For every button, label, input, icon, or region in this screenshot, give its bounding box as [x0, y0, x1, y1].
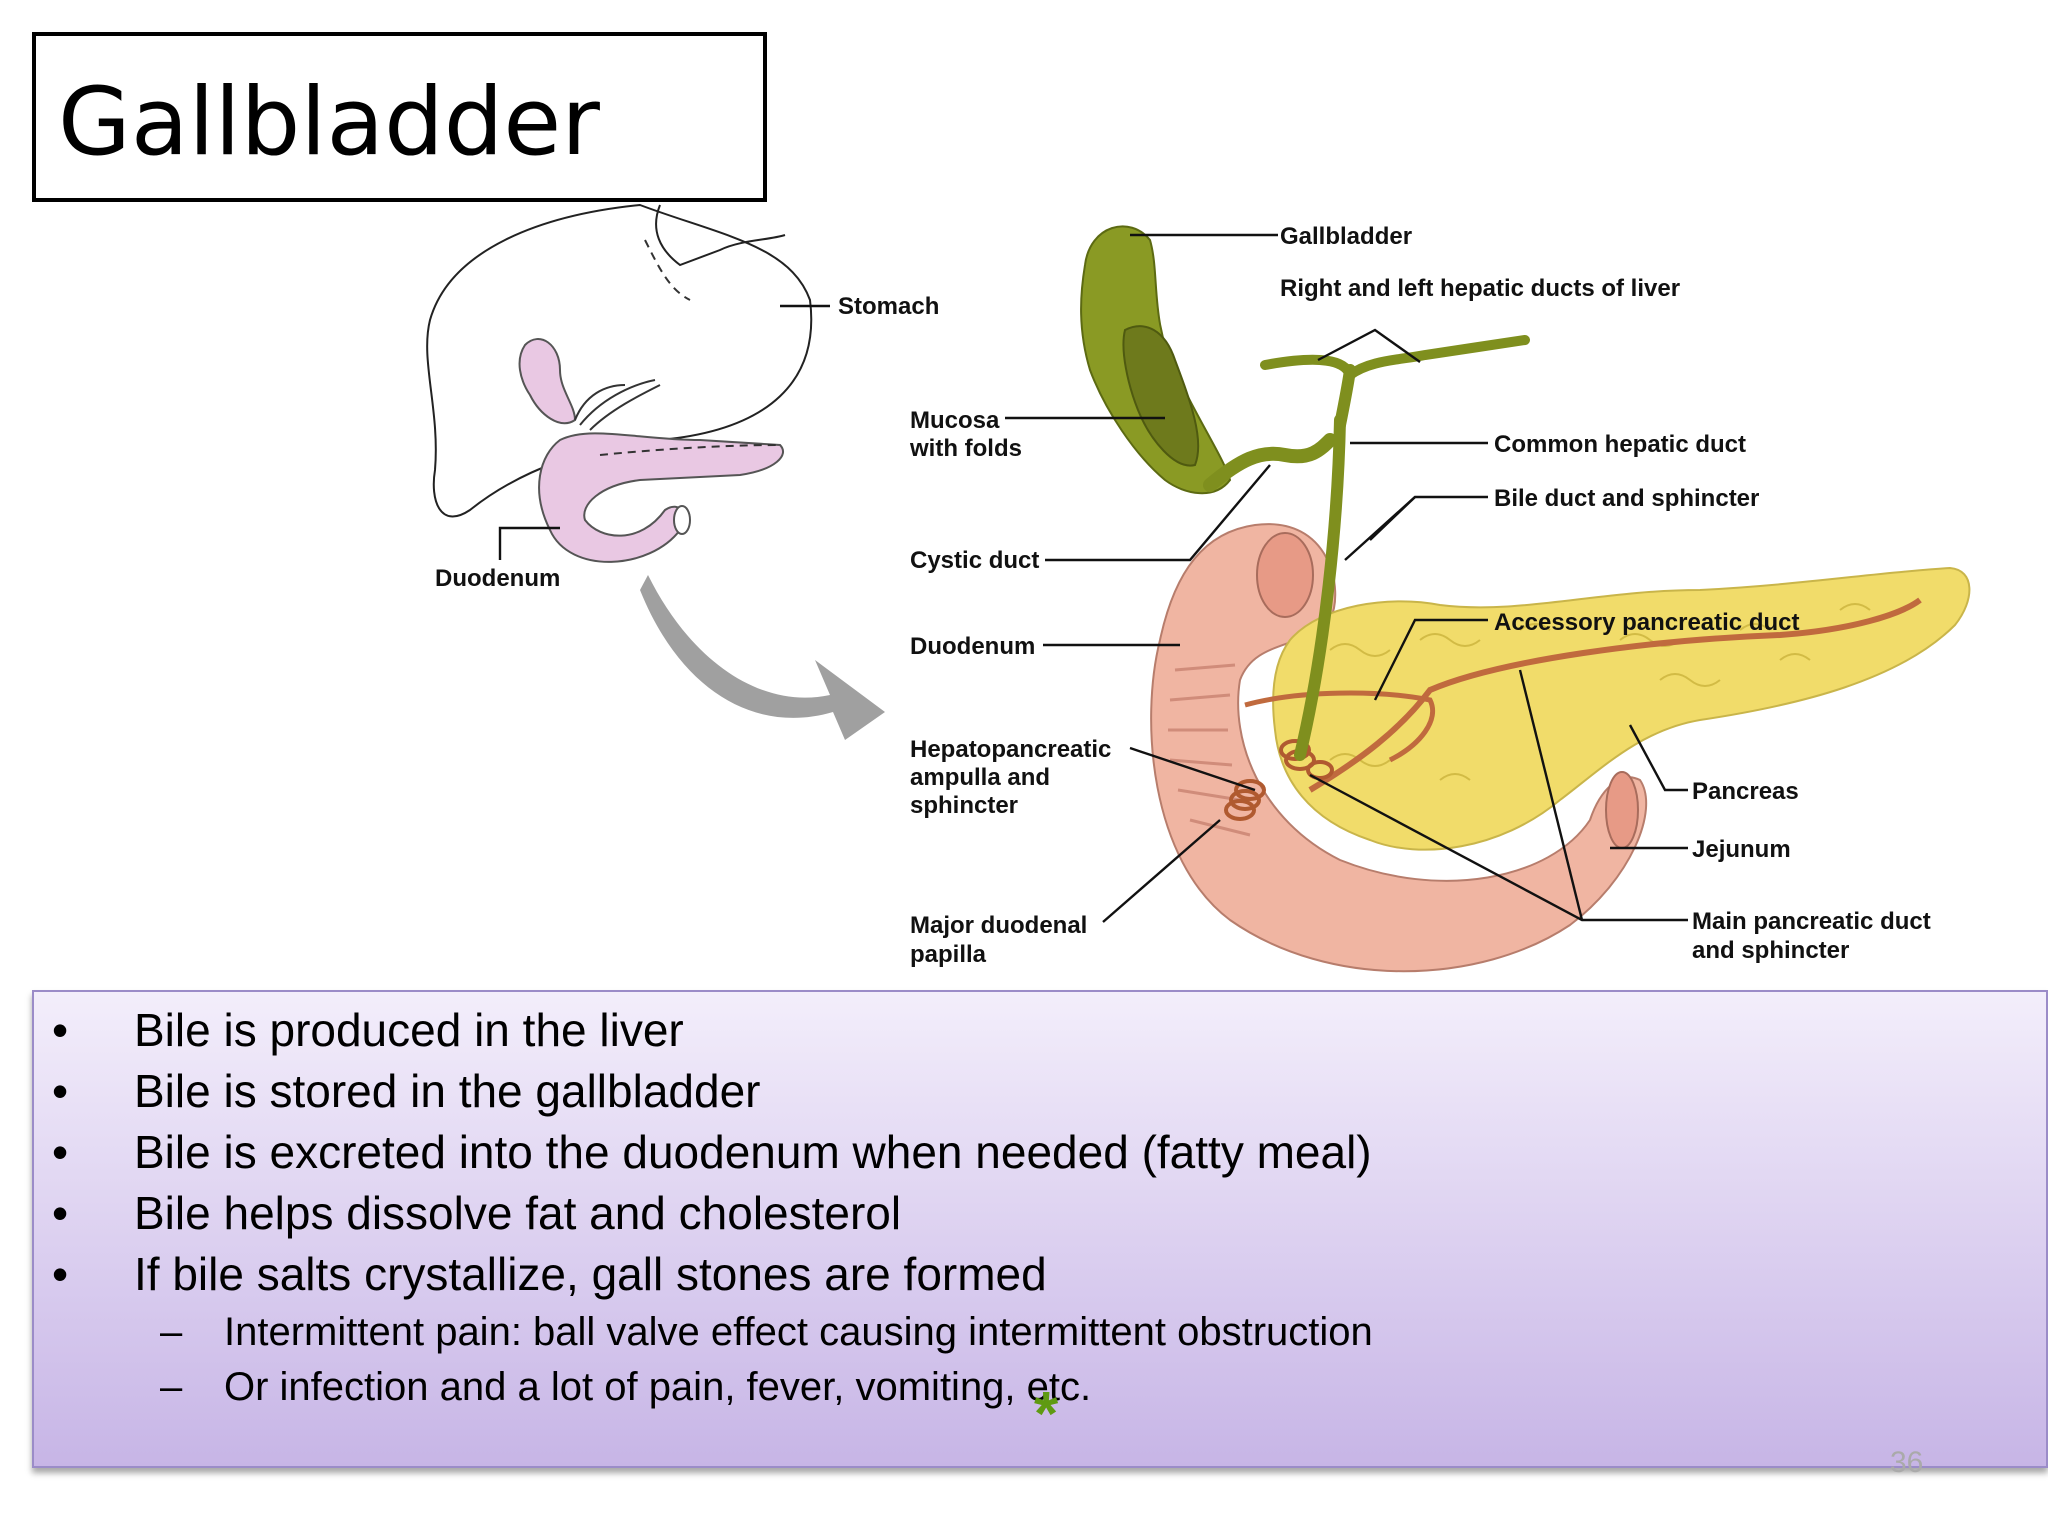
bullet-text-box: • Bile is produced in the liver • Bile i… [32, 990, 2048, 1468]
slide-title-box: Gallbladder [32, 32, 767, 202]
overview-duodenum-label: Duodenum [435, 565, 560, 592]
slide-title: Gallbladder [58, 68, 600, 177]
gallbladder-mucosa [1122, 325, 1200, 467]
bullet-text: If bile salts crystallize, gall stones a… [134, 1248, 1047, 1300]
bullet-item: • Bile helps dissolve fat and cholestero… [34, 1183, 2046, 1244]
overview-pancreas-dashed [599, 444, 781, 456]
jejunum-opening [1605, 771, 1639, 849]
bullet-item: • Bile is excreted into the duodenum whe… [34, 1122, 2046, 1183]
overview-jejunum-end [673, 505, 691, 535]
cystic-duct-label: Cystic duct [910, 547, 1039, 574]
overview-duodenum-shape [538, 432, 785, 563]
major-papilla-label-line1: Major duodenal [910, 912, 1087, 939]
major-papilla-label-line2: papilla [910, 941, 987, 968]
stomach-outline [655, 204, 786, 267]
left-hepatic-duct [1345, 335, 1530, 380]
hepatopancreatic-label-line2: ampulla and [910, 764, 1050, 791]
stomach-label: Stomach [838, 293, 939, 320]
star-decoration: * [1034, 1380, 1059, 1449]
bullet-marker: • [52, 1126, 69, 1178]
sub-bullet-text: Intermittent pain: ball valve effect cau… [224, 1310, 1373, 1354]
right-hepatic-duct [1260, 354, 1355, 380]
bile-duct [1294, 414, 1346, 761]
detail-drawing: Gallbladder Right and left hepatic ducts… [909, 223, 1971, 973]
stomach-dashed-outline [644, 239, 691, 301]
gallbladder-label: Gallbladder [1280, 223, 1412, 250]
sub-bullet-marker: – [160, 1310, 183, 1354]
hepatic-ducts-label: Right and left hepatic ducts of liver [1280, 275, 1680, 302]
overview-ducts [574, 379, 661, 431]
jejunum-label: Jejunum [1692, 836, 1791, 863]
bullet-text: Bile helps dissolve fat and cholesterol [134, 1187, 902, 1239]
bullet-marker: • [52, 1187, 69, 1239]
main-duct-label-line1: Main pancreatic duct [1692, 908, 1931, 935]
bullet-text: Bile is excreted into the duodenum when … [134, 1126, 1372, 1178]
duodenum-label: Duodenum [910, 633, 1035, 660]
main-duct-label-line2: and sphincter [1692, 937, 1849, 964]
duodenum-inner-folds [1168, 663, 1251, 837]
bullet-item: • Bile is produced in the liver [34, 1000, 2046, 1061]
sub-bullet-text: Or infection and a lot of pain, fever, v… [224, 1365, 1092, 1409]
hepatopancreatic-label-line3: sphincter [910, 792, 1018, 819]
cystic-duct [1203, 433, 1337, 492]
bullet-list: • Bile is produced in the liver • Bile i… [34, 1000, 2046, 1415]
sub-bullet-marker: – [160, 1365, 183, 1409]
pancreas-label: Pancreas [1692, 778, 1799, 805]
bullet-marker: • [52, 1065, 69, 1117]
bullet-text: Bile is produced in the liver [134, 1004, 684, 1056]
sub-bullet-item: – Intermittent pain: ball valve effect c… [34, 1305, 2046, 1360]
bullet-marker: • [52, 1248, 69, 1300]
mucosa-label-line2: with folds [909, 435, 1022, 462]
mucosa-label-line1: Mucosa [910, 407, 1000, 434]
bullet-item: • Bile is stored in the gallbladder [34, 1061, 2046, 1122]
bullet-item: • If bile salts crystallize, gall stones… [34, 1244, 2046, 1305]
page-number: 36 [1890, 1446, 1924, 1479]
zoom-arrow [640, 575, 885, 740]
overview-drawing: Stomach Duodenum [426, 203, 939, 740]
main-pancreatic-duct [1308, 597, 1922, 793]
accessory-duct-label: Accessory pancreatic duct [1494, 609, 1799, 636]
bullet-marker: • [52, 1004, 69, 1056]
bile-duct-label: Bile duct and sphincter [1494, 485, 1759, 512]
hepatopancreatic-label-line1: Hepatopancreatic [910, 736, 1111, 763]
gallbladder-anatomy-diagram: Stomach Duodenum [426, 203, 1971, 973]
accessory-pancreatic-duct [1244, 690, 1436, 763]
common-hepatic-duct-label: Common hepatic duct [1494, 431, 1746, 458]
liver-outline [426, 203, 813, 518]
duodenum-opening [1256, 532, 1314, 618]
overview-duodenum-leader [498, 526, 560, 560]
detail-leader-lines [1005, 233, 1688, 923]
bullet-text: Bile is stored in the gallbladder [134, 1065, 761, 1117]
sub-bullet-item: – Or infection and a lot of pain, fever,… [34, 1360, 2046, 1415]
